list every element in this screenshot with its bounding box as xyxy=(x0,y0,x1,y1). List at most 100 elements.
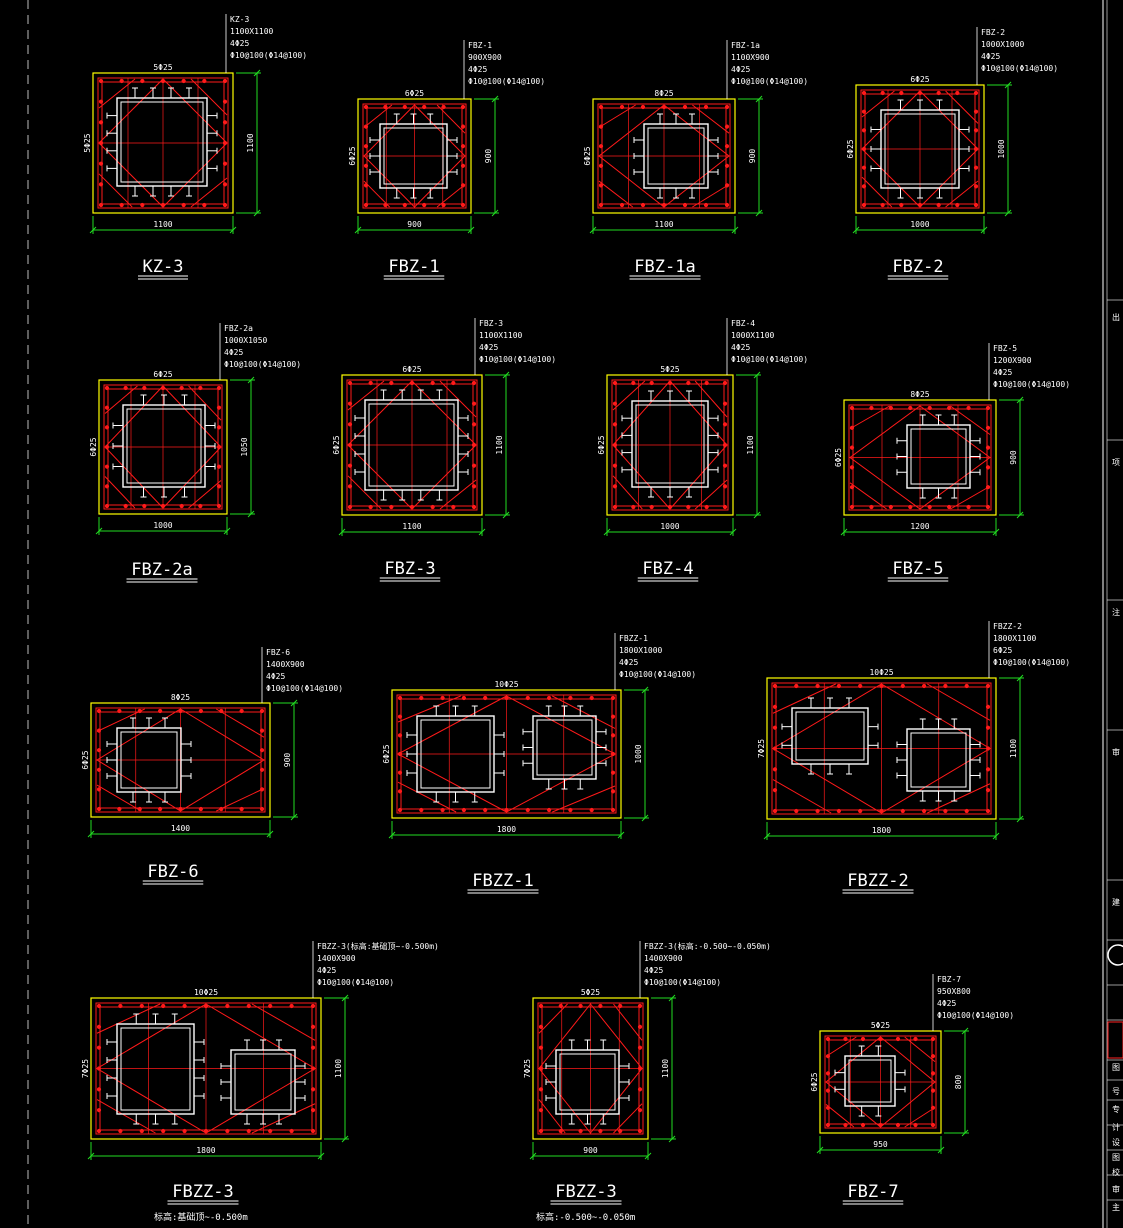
elevation-note: 标高:-0.500~-0.050m xyxy=(536,1211,635,1223)
section-fbz3: 110011006Φ256Φ25FBZ-31100X11004Φ25Φ10@10… xyxy=(332,318,556,582)
rebar-dot xyxy=(860,1036,866,1042)
rebar-dot xyxy=(985,788,991,793)
spec-line: FBZ-2 xyxy=(981,28,1005,37)
rebar-dot xyxy=(451,504,456,510)
rebar-dot xyxy=(259,708,265,714)
rebar-dot xyxy=(363,124,369,129)
rebar-dot xyxy=(794,808,799,814)
dim-tick xyxy=(467,226,475,234)
spec-line: Φ10@100(Φ14@100) xyxy=(644,978,721,987)
rebar-dot xyxy=(943,683,948,689)
title-block-char: 建 xyxy=(1112,897,1120,907)
rebar-dot xyxy=(930,1054,936,1059)
rebar-dot xyxy=(123,385,128,391)
spec-line: 1400X900 xyxy=(266,660,305,669)
rebar-dot xyxy=(104,425,110,430)
rebar-dot xyxy=(686,504,691,510)
rebar-dot xyxy=(422,104,427,110)
corner-tie xyxy=(439,479,477,510)
steel-inner xyxy=(848,1059,892,1103)
corner-tie xyxy=(825,1036,857,1057)
spec-line: Φ10@100(Φ14@100) xyxy=(731,77,808,86)
rebar-dot xyxy=(179,385,184,391)
rebar-dot xyxy=(640,202,646,208)
steel-core xyxy=(106,1013,205,1125)
dimensions xyxy=(87,699,298,838)
column-outline xyxy=(90,702,271,818)
rebar-dot xyxy=(640,104,646,110)
column-outline xyxy=(766,677,997,820)
rebar-dot xyxy=(598,144,604,149)
rebar-dot xyxy=(104,503,110,509)
rebar-dot xyxy=(158,806,163,812)
rebar-dot xyxy=(104,405,110,410)
rebar-dot xyxy=(203,1003,209,1009)
corner-tie xyxy=(927,683,991,721)
title-block-char: 审 xyxy=(1112,1184,1120,1194)
rebar-dot xyxy=(119,78,124,84)
rebar-dot xyxy=(895,1036,901,1042)
rebar-dot xyxy=(637,1003,643,1009)
top-bars-label: 6Φ25 xyxy=(405,89,424,98)
rebar-dot xyxy=(661,202,667,208)
dim-tick xyxy=(644,1152,652,1160)
dimensions xyxy=(338,371,510,536)
spec-line: Φ10@100(Φ14@100) xyxy=(619,670,696,679)
width-dim-label: 1100 xyxy=(402,522,421,531)
section-fbz6: 14009008Φ256Φ25FBZ-61400X9004Φ25Φ10@100(… xyxy=(81,647,343,885)
dimensions xyxy=(763,674,1024,840)
steel-core xyxy=(545,1039,630,1125)
rebar-dot xyxy=(222,202,228,208)
width-dim-label: 1000 xyxy=(910,220,929,229)
rebar-dot xyxy=(471,463,477,468)
rebar-dot xyxy=(861,109,867,114)
dim-tick xyxy=(491,95,499,103)
column-outline xyxy=(98,379,228,515)
steel-core xyxy=(369,113,458,199)
steel-inner xyxy=(126,408,202,484)
rebar-dot xyxy=(363,163,369,168)
rebar-ties xyxy=(537,1002,644,1135)
dim-tick xyxy=(87,1152,95,1160)
rebar-dot xyxy=(347,442,353,448)
rebar-dot xyxy=(140,202,145,208)
dim-tick xyxy=(1016,674,1024,682)
top-bars-label: 6Φ25 xyxy=(402,365,421,374)
rebar-dot xyxy=(409,380,415,386)
rebar-dot xyxy=(927,405,932,411)
rebar-dot xyxy=(216,385,222,391)
rebar-dot xyxy=(860,1122,866,1128)
rebar-dot xyxy=(389,504,394,510)
corner-tie xyxy=(825,1104,855,1128)
rebar-dot xyxy=(930,1071,936,1076)
rebar-dot xyxy=(96,748,102,753)
steel-inner xyxy=(120,731,178,789)
rebar-dot xyxy=(363,202,369,208)
section-title: FBZ-1 xyxy=(388,257,439,277)
rebar-dot xyxy=(849,425,855,430)
rebar-dot xyxy=(682,202,688,208)
rebar-dot xyxy=(471,401,477,406)
rebar-dot xyxy=(310,1108,316,1113)
title-block-char: 计 xyxy=(1112,1122,1120,1132)
rebar-dot xyxy=(985,808,991,814)
dim-tick xyxy=(223,527,231,535)
rebar-dot xyxy=(930,1036,936,1042)
height-dim-label: 1100 xyxy=(495,435,504,454)
rebar-dot xyxy=(794,683,799,689)
section-fbz1: 9009006Φ256Φ25FBZ-1900X9004Φ25Φ10@100(Φ1… xyxy=(348,40,545,280)
rebar-dot xyxy=(259,767,265,772)
width-dim-label: 1400 xyxy=(171,824,190,833)
corner-tie xyxy=(945,90,979,124)
dim-tick xyxy=(247,376,255,384)
rebar-dot xyxy=(104,484,110,489)
dim-tick xyxy=(338,528,346,536)
rebar-dot xyxy=(815,683,820,689)
rebar-dot xyxy=(861,202,867,208)
rebar-dot xyxy=(610,807,616,813)
corner-tie xyxy=(96,1099,156,1134)
rebar-dot xyxy=(222,78,228,84)
corner-tie xyxy=(98,173,133,208)
side-bars-label: 6Φ25 xyxy=(89,437,98,456)
rebar-dot xyxy=(955,90,960,96)
